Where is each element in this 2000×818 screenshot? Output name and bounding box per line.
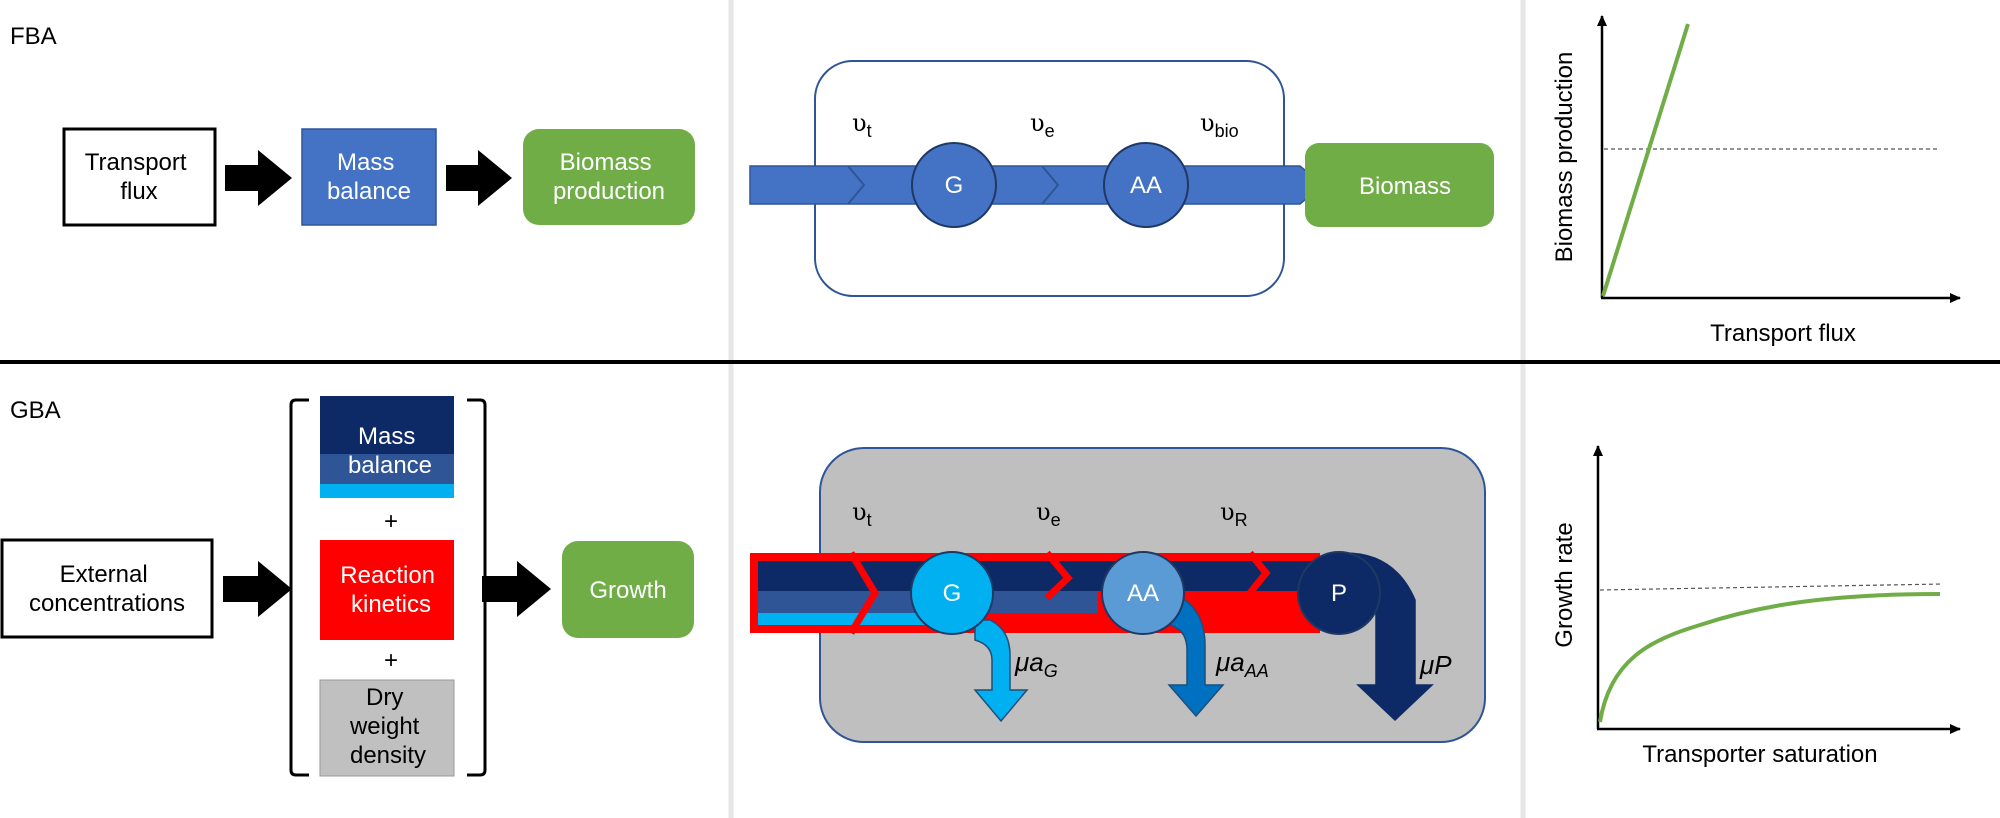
fba-plot-ylabel: Biomass production bbox=[1551, 52, 1578, 263]
plus-2: + bbox=[384, 647, 398, 674]
gba-rate-t: υt bbox=[852, 498, 872, 530]
fba-node-g-label: G bbox=[945, 172, 964, 199]
gba-rate-e: υe bbox=[1036, 498, 1061, 530]
gba-plot-curve bbox=[1598, 592, 1941, 723]
growth-box bbox=[562, 541, 694, 638]
fba-plot-xlabel: Transport flux bbox=[1710, 320, 1856, 347]
fba-node-aa bbox=[1103, 142, 1189, 228]
fba-flux-arrow bbox=[749, 165, 1325, 205]
dry-weight-density-box bbox=[319, 679, 455, 777]
transport-flux-label: Transport flux bbox=[85, 149, 193, 205]
biomass-production-box bbox=[523, 129, 695, 225]
gba-plot-threshold bbox=[1599, 583, 1944, 591]
fba-chevron-1 bbox=[847, 165, 866, 205]
fba-flow-arrow-1 bbox=[225, 150, 292, 206]
fba-biomass-box bbox=[1305, 143, 1494, 227]
bracket-left bbox=[289, 398, 309, 777]
plus-1: + bbox=[384, 508, 398, 535]
gba-chevron-2 bbox=[1044, 550, 1073, 601]
fba-rate-t: υt bbox=[852, 109, 872, 141]
gba-node-g-label: G bbox=[943, 580, 962, 607]
fba-node-g bbox=[911, 142, 997, 228]
external-concentrations-label: External concentrations bbox=[29, 561, 185, 617]
reaction-kinetics-box bbox=[320, 540, 454, 640]
gba-node-p bbox=[1297, 551, 1381, 635]
gba-chevron-3 bbox=[1247, 550, 1271, 596]
gba-node-g bbox=[910, 551, 994, 635]
external-concentrations-box bbox=[0, 538, 214, 639]
fba-chevron-2 bbox=[1041, 165, 1060, 205]
mass-balance-label: Mass balance bbox=[327, 149, 411, 205]
gba-chevron-1 bbox=[847, 551, 880, 635]
dilution-arrow-g bbox=[973, 619, 1029, 723]
gba-node-aa bbox=[1101, 551, 1185, 635]
fba-rate-e: υe bbox=[1030, 109, 1055, 141]
gba-node-aa-label: AA bbox=[1127, 580, 1159, 607]
gba-node-p-label: P bbox=[1331, 580, 1347, 607]
gba-flow-arrow-1 bbox=[223, 561, 292, 617]
fba-biomass-label: Biomass bbox=[1359, 173, 1451, 200]
fba-flow-arrow-2 bbox=[446, 150, 512, 206]
transport-flux-box bbox=[62, 127, 217, 227]
gba-rate-r: υR bbox=[1220, 498, 1248, 530]
dilution-label-p: μP bbox=[1419, 650, 1452, 680]
gba-plot-xlabel: Transporter saturation bbox=[1642, 741, 1877, 768]
biomass-production-label: Biomass production bbox=[553, 149, 665, 205]
gba-flux-band-navy bbox=[758, 561, 1328, 591]
gba-label: GBA bbox=[10, 397, 61, 424]
fba-plot-line bbox=[1601, 23, 1690, 297]
dilution-label-aa: μaAA bbox=[1215, 647, 1269, 681]
growth-label: Growth bbox=[589, 577, 666, 604]
fba-label: FBA bbox=[10, 23, 57, 50]
reaction-kinetics-label: Reaction kinetics bbox=[340, 562, 441, 618]
fba-rate-bio: υbio bbox=[1200, 109, 1239, 141]
dilution-arrow-aa bbox=[1167, 599, 1225, 718]
dilution-label-g: μaG bbox=[1014, 647, 1058, 681]
gba-plot-ylabel: Growth rate bbox=[1551, 522, 1578, 647]
dry-weight-density-label: Dry weight density bbox=[349, 684, 426, 769]
gba-mass-balance-box bbox=[320, 396, 454, 498]
fba-node-aa-label: AA bbox=[1130, 172, 1162, 199]
gba-mass-balance-label: Mass balance bbox=[348, 423, 432, 479]
mass-balance-box bbox=[301, 128, 437, 226]
gba-flow-arrow-2 bbox=[482, 561, 551, 617]
